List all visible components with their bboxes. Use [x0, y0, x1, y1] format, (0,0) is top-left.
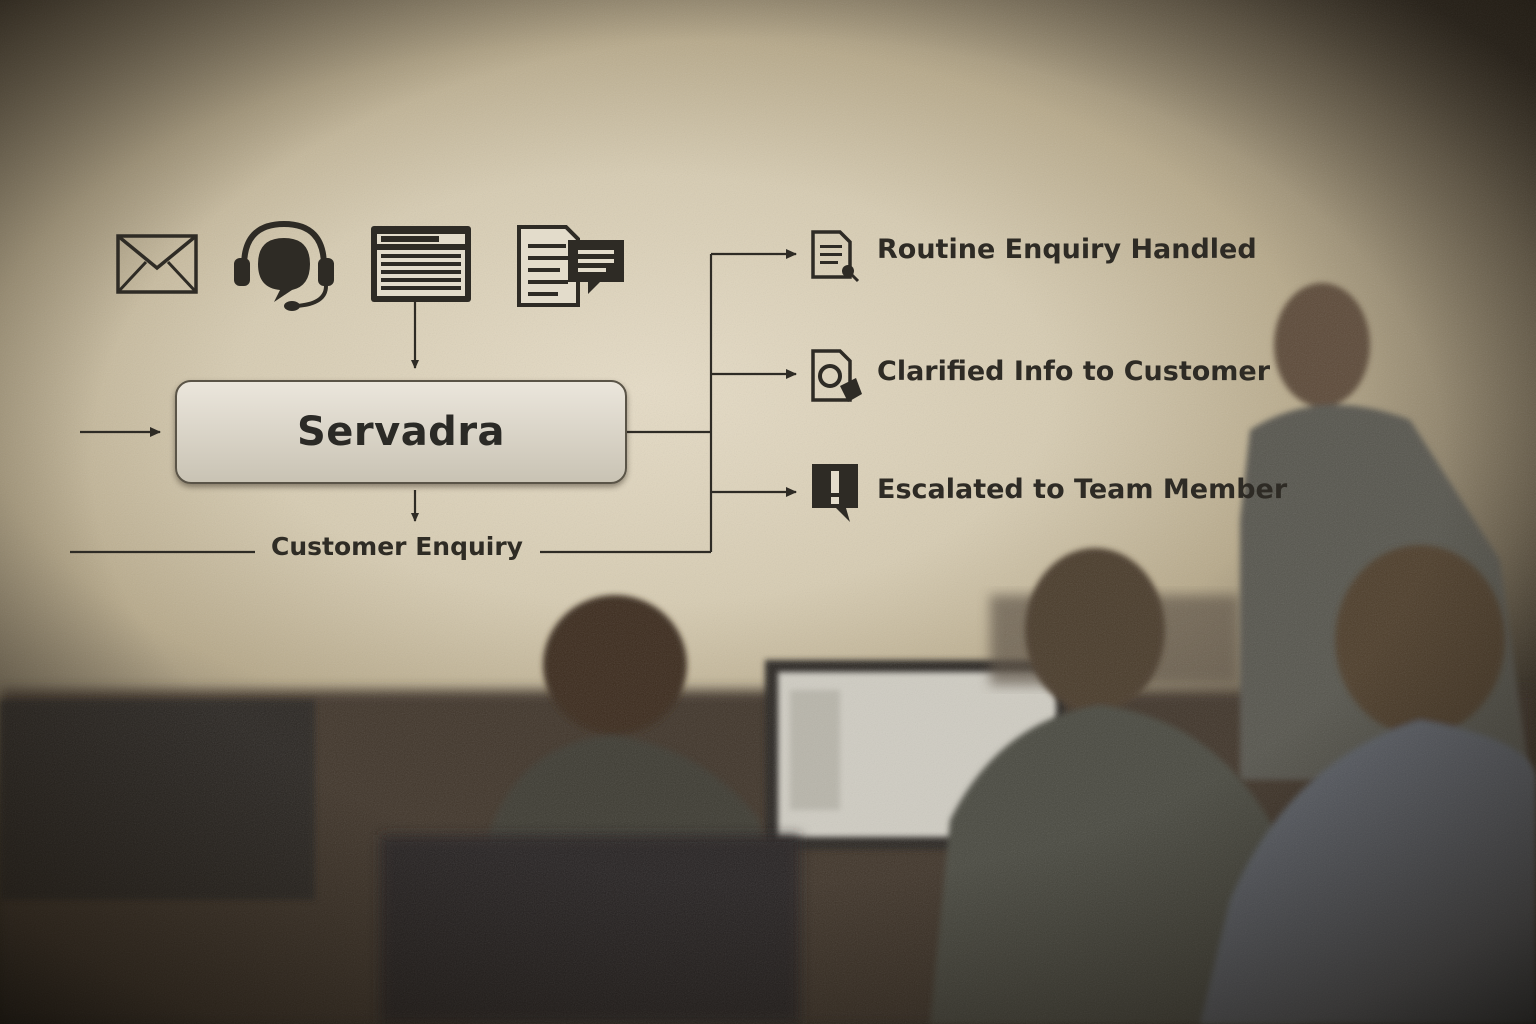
outcome-label-escalated: Escalated to Team Member — [877, 474, 1288, 505]
envelope-icon — [116, 234, 198, 294]
document-chat-icon — [517, 225, 624, 307]
outcome-label-clarified: Clarified Info to Customer — [877, 356, 1271, 387]
document-check-icon — [811, 230, 860, 283]
servadra-label: Servadra — [296, 409, 506, 455]
alert-flag-icon — [812, 464, 858, 522]
outcome-label-routine: Routine Enquiry Handled — [877, 234, 1257, 265]
customer-enquiry-label: Customer Enquiry — [271, 532, 523, 561]
web-form-icon — [371, 226, 471, 302]
servadra-process-box: Servadra — [175, 380, 627, 484]
document-info-icon — [811, 349, 862, 402]
headset-chat-icon — [234, 220, 334, 311]
